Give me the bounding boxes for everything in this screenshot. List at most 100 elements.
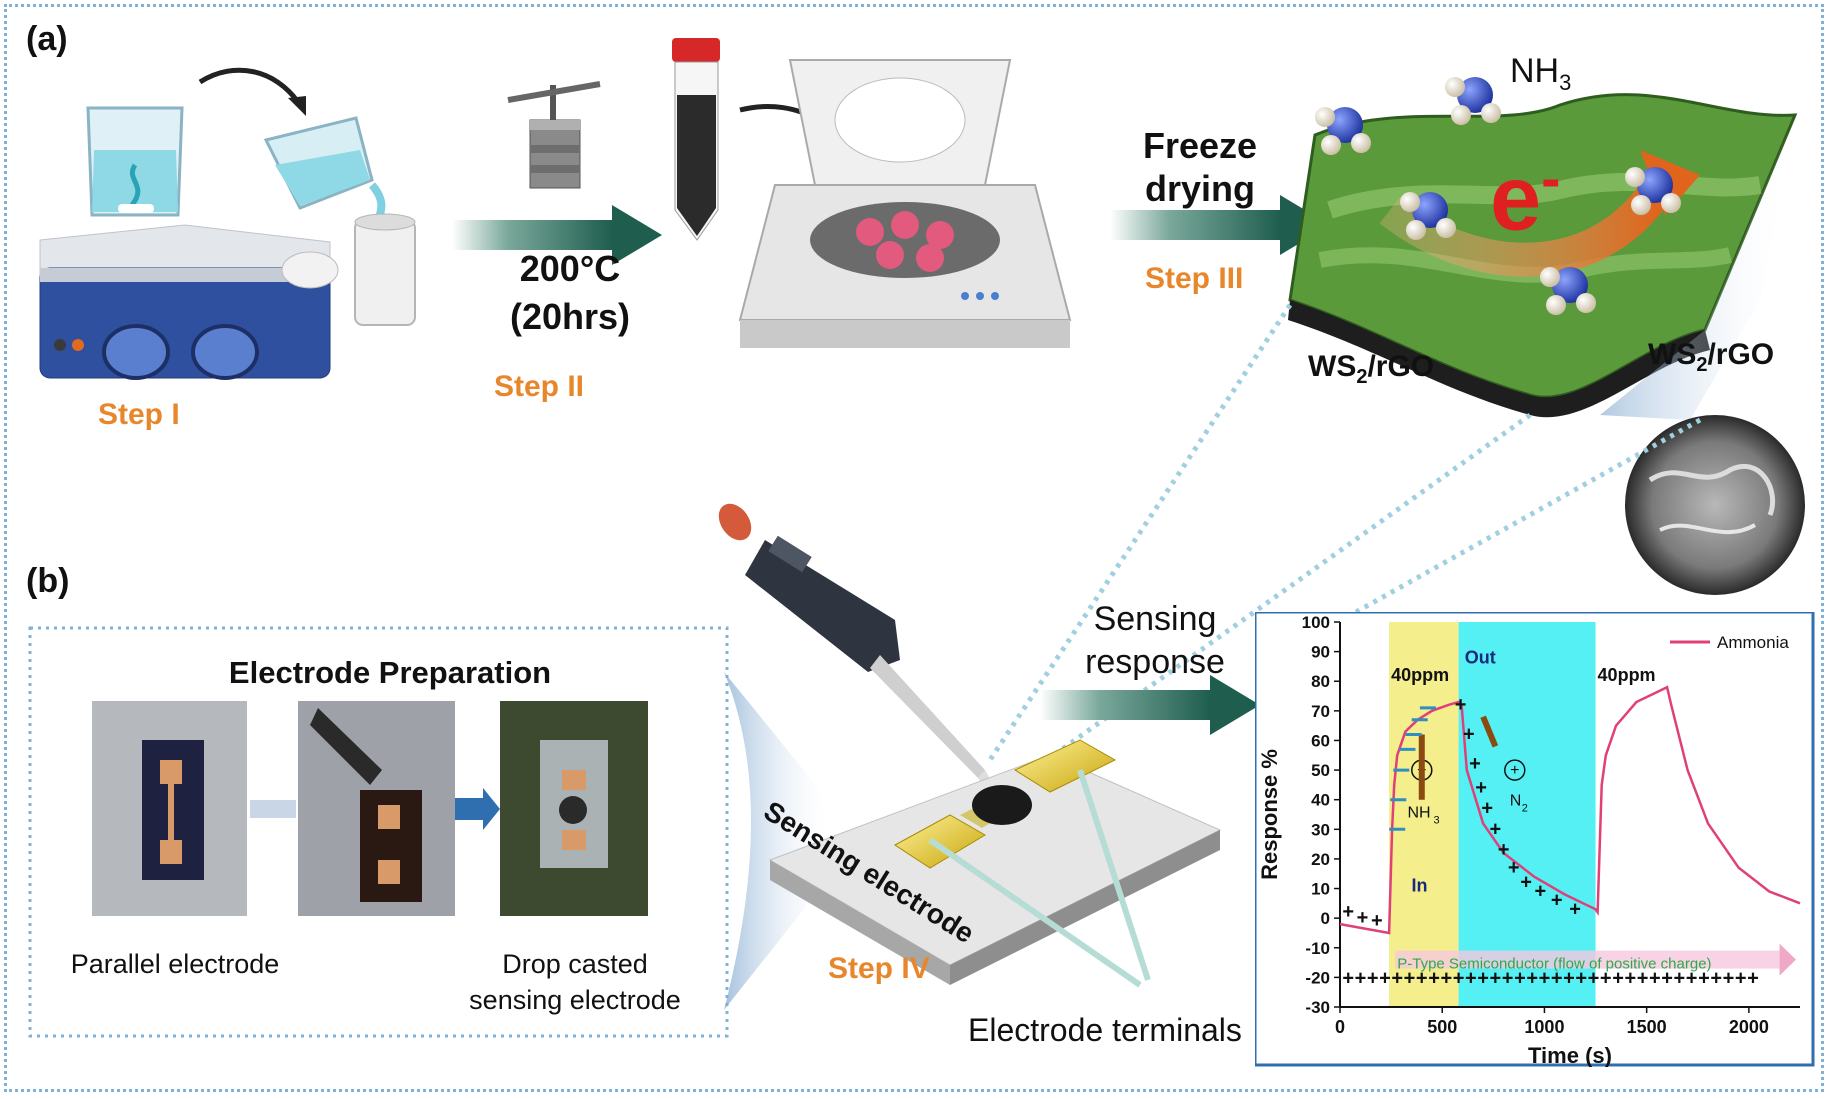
sensor-substrate (768, 754, 1222, 985)
charge-plus-marker: + (1649, 967, 1661, 989)
plus-marker: + (1475, 777, 1487, 799)
plus-marker: + (1569, 898, 1581, 920)
plus-marker: + (1357, 907, 1369, 929)
y-axis-label: Response % (1257, 749, 1282, 880)
hotplate-stirrer (39, 224, 331, 380)
y-tick-label: 10 (1311, 880, 1330, 899)
x-tick-label: 1500 (1627, 1017, 1667, 1037)
x-tick-label: 1000 (1524, 1017, 1564, 1037)
charge-plus-marker: + (1514, 967, 1526, 989)
pouring-beaker (263, 116, 386, 222)
pipette (718, 503, 1017, 838)
y-tick-label: 30 (1311, 820, 1330, 839)
charge-plus-marker: + (1551, 967, 1563, 989)
charge-plus-marker: + (1502, 967, 1514, 989)
annotation-plus-sign: + (1510, 762, 1519, 779)
step-1-label: Step I (98, 398, 180, 431)
temperature-label: 200°C (519, 248, 621, 289)
semiconductor-arrowhead (1779, 943, 1796, 976)
plus-marker: + (1551, 889, 1563, 911)
charge-plus-marker: + (1612, 967, 1624, 989)
series-line-ammonia (1339, 685, 1801, 935)
charge-plus-marker: + (1490, 967, 1502, 989)
sensing-response-line1: Sensing (1093, 600, 1217, 638)
y-tick-label: 40 (1311, 791, 1330, 810)
terminal-pointers (928, 769, 1151, 988)
y-tick-label: 70 (1311, 702, 1330, 721)
arrow-step-2 (452, 205, 662, 265)
y-tick-label: 90 (1311, 643, 1330, 662)
electrode-preparation-title: Electrode Preparation (228, 655, 552, 690)
teflon-liner (281, 213, 416, 326)
charge-plus-marker: + (1391, 967, 1403, 989)
charge-plus-marker: + (1367, 967, 1379, 989)
step-2-label: Step II (494, 370, 585, 403)
plus-marker: + (1342, 901, 1354, 923)
y-tick-label: 80 (1311, 672, 1330, 691)
annotation-n2: N (1510, 793, 1522, 810)
plus-marker: + (1508, 857, 1520, 879)
photo-drop-casting (298, 701, 455, 916)
electrode-terminals-label: Electrode terminals (968, 1012, 1242, 1048)
charge-plus-marker: + (1342, 967, 1354, 989)
photo-drop-casted (500, 701, 648, 916)
plus-marker: + (1463, 724, 1475, 746)
sensing-response-line2: response (1085, 643, 1225, 681)
drop-casted-line2: sensing electrode (469, 985, 681, 1015)
annotation-out: Out (1465, 647, 1496, 667)
arrow-sensing-response (1040, 675, 1260, 735)
x-axis-label: Time (s) (1528, 1043, 1612, 1067)
annotation-nh3: NH (1407, 804, 1430, 821)
charge-plus-marker: + (1747, 967, 1759, 989)
beaker-on-stirrer (86, 106, 184, 217)
charge-plus-marker: + (1735, 967, 1747, 989)
charge-plus-marker: + (1637, 967, 1649, 989)
plus-marker: + (1481, 798, 1493, 820)
step-4-label: Step IV (828, 952, 930, 985)
freeze-drying-line2: drying (1144, 168, 1255, 209)
annotation-peak-1: 40ppm (1391, 665, 1449, 685)
charge-plus-marker: + (1624, 967, 1636, 989)
plus-marker: + (1520, 872, 1532, 894)
y-tick-label: 20 (1311, 850, 1330, 869)
y-tick-label: 50 (1311, 761, 1330, 780)
centrifuge-tube (672, 38, 720, 241)
charge-plus-marker: + (1539, 967, 1551, 989)
plus-marker: + (1490, 818, 1502, 840)
photo-parallel-electrode (92, 701, 247, 916)
y-tick-label: 100 (1302, 613, 1330, 632)
ws2-rgo-label-left: WS2/rGO (1308, 350, 1435, 388)
zoom-fan-right (1600, 115, 1805, 595)
semiconductor-band (1395, 950, 1780, 969)
y-tick-label: -10 (1305, 939, 1330, 958)
charge-plus-marker: + (1563, 967, 1575, 989)
charge-plus-marker: + (1440, 967, 1452, 989)
electron-symbol: e- (1490, 146, 1561, 250)
photo-arrow-2 (455, 788, 500, 830)
charge-plus-marker: + (1416, 967, 1428, 989)
legend-label-ammonia: Ammonia (1717, 633, 1789, 652)
x-tick-label: 0 (1335, 1017, 1345, 1037)
panel-label-b: (b) (26, 562, 70, 600)
annotation-semiconductor: P-Type Semiconductor (flow of positive c… (1397, 956, 1711, 973)
y-tick-label: 0 (1321, 909, 1330, 928)
outer-dotted-frame (4, 4, 1824, 1092)
annotation-plus-circle (1504, 759, 1526, 781)
parallel-electrode-label: Parallel electrode (70, 949, 280, 979)
charge-plus-marker: + (1453, 967, 1465, 989)
charge-plus-marker: + (1404, 967, 1416, 989)
charge-plus-marker: + (1686, 967, 1698, 989)
autoclave (507, 81, 601, 189)
nh3-label: NH3 (1510, 52, 1572, 95)
plus-marker: + (1535, 881, 1547, 903)
charge-plus-marker: + (1526, 967, 1538, 989)
y-tick-label: -30 (1305, 998, 1330, 1017)
charge-plus-marker: + (1661, 967, 1673, 989)
plus-marker: + (1371, 910, 1383, 932)
zoom-fan-left (724, 672, 835, 1010)
step-3-label: Step III (1145, 262, 1244, 295)
y-tick-label: 60 (1311, 731, 1330, 750)
charge-plus-marker: + (1674, 967, 1686, 989)
